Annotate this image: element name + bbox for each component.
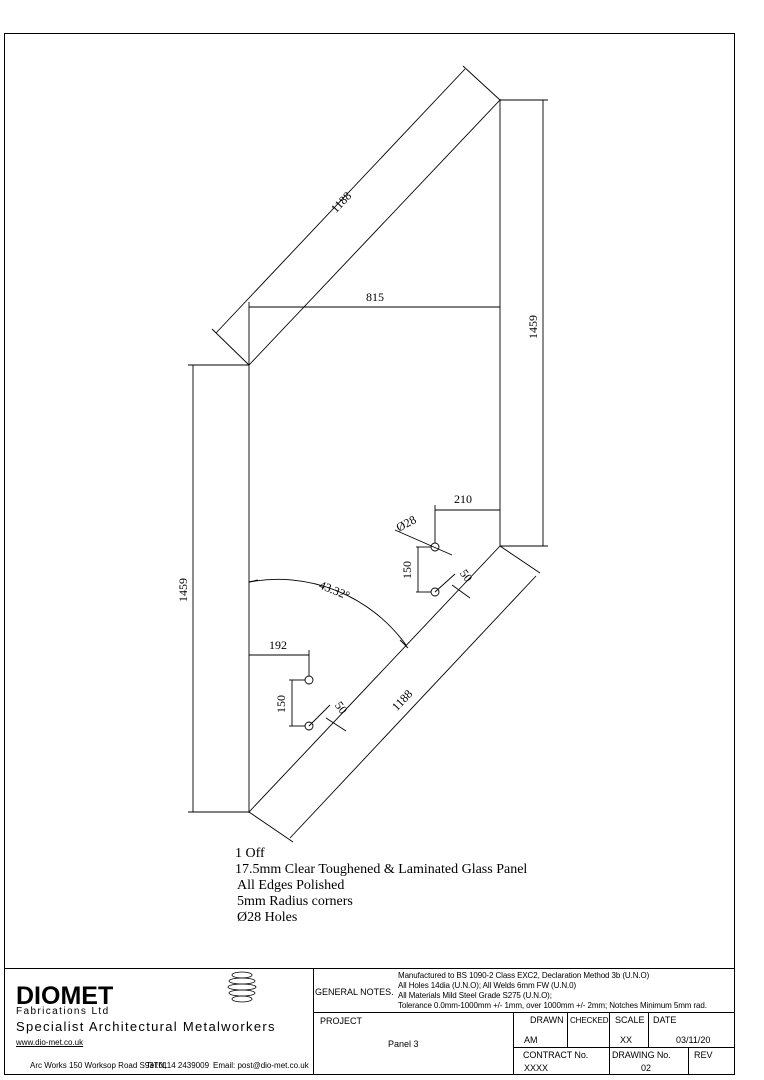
company-website[interactable]: www.dio-met.co.uk <box>16 1038 84 1047</box>
contract-label: CONTRACT No. <box>523 1050 589 1060</box>
date-value: 03/11/20 <box>676 1035 711 1045</box>
dim-upper-hole-offset: 210 <box>454 492 472 506</box>
company-subtitle: Fabrications Ltd <box>16 1006 110 1017</box>
general-notes-line1: Manufactured to BS 1090-2 Class EXC2, De… <box>398 971 650 980</box>
scale-value: XX <box>620 1035 633 1045</box>
dim-top-width: 815 <box>366 290 384 304</box>
dim-upper-hole-spacing: 150 <box>400 561 414 579</box>
project-value: Panel 3 <box>388 1039 419 1049</box>
dim-lower-hole-edge: 50 <box>332 699 350 717</box>
dim-line-top-diagonal <box>215 68 466 334</box>
dim-hole-diameter: Ø28 <box>394 512 419 534</box>
company-tel: Tel:0114 2439009 <box>146 1061 210 1070</box>
dim-bottom-diagonal: 1188 <box>389 687 415 714</box>
scale-label: SCALE <box>615 1015 645 1025</box>
note-corners: 5mm Radius corners <box>237 894 353 909</box>
dim-lower-hole-spacing: 150 <box>274 695 288 713</box>
drawn-value: AM <box>524 1035 538 1045</box>
general-notes-line4: Tolerance 0.0mm-1000mm +/- 1mm, over 100… <box>398 1001 707 1010</box>
dim-line-bottom-diagonal <box>289 575 537 839</box>
company-tagline: Specialist Architectural Metalworkers <box>16 1019 276 1034</box>
dim-top-diagonal: 1188 <box>328 189 354 216</box>
note-holes: Ø28 Holes <box>237 910 298 925</box>
general-notes-line3: All Materials Mild Steel Grade S275 (U.N… <box>398 991 552 1000</box>
globe-icon <box>227 971 257 1003</box>
company-logo: DIOMET <box>16 982 113 1008</box>
dim-lower-hole-offset: 192 <box>269 638 287 652</box>
rev-label: REV <box>694 1050 713 1060</box>
company-email[interactable]: Email: post@dio-met.co.uk <box>213 1061 309 1070</box>
drawing-label: DRAWING No. <box>612 1050 671 1060</box>
dim-right-height: 1459 <box>526 315 540 339</box>
svg-text:DIOMET: DIOMET <box>16 982 113 1008</box>
note-edges: All Edges Polished <box>237 878 345 893</box>
general-notes-line2: All Holes 14dia (U.N.O); All Welds 6mm F… <box>398 981 577 990</box>
dim-upper-hole-edge: 50 <box>457 567 475 585</box>
dim-left-height: 1459 <box>176 578 190 602</box>
lower-hole-top <box>304 675 314 685</box>
note-material: 17.5mm Clear Toughened & Laminated Glass… <box>235 862 528 877</box>
note-quantity: 1 Off <box>235 846 265 861</box>
date-label: DATE <box>653 1015 677 1025</box>
angle-arc <box>248 578 407 646</box>
title-block: DIOMET Fabrications Ltd Specialist Archi… <box>4 968 735 1075</box>
company-address: Arc Works 150 Worksop Road S93TN, <box>30 1061 167 1070</box>
project-label: PROJECT <box>320 1016 363 1026</box>
checked-label: CHECKED <box>570 1016 609 1025</box>
drawing-value: 02 <box>641 1063 652 1073</box>
contract-value: XXXX <box>524 1063 549 1073</box>
upper-hole-top <box>430 542 440 552</box>
drawn-label: DRAWN <box>530 1015 564 1025</box>
general-notes-label: GENERAL NOTES. <box>315 987 394 997</box>
dim-angle: 43.32° <box>317 578 352 603</box>
panel-notes: 1 Off 17.5mm Clear Toughened & Laminated… <box>235 846 527 926</box>
